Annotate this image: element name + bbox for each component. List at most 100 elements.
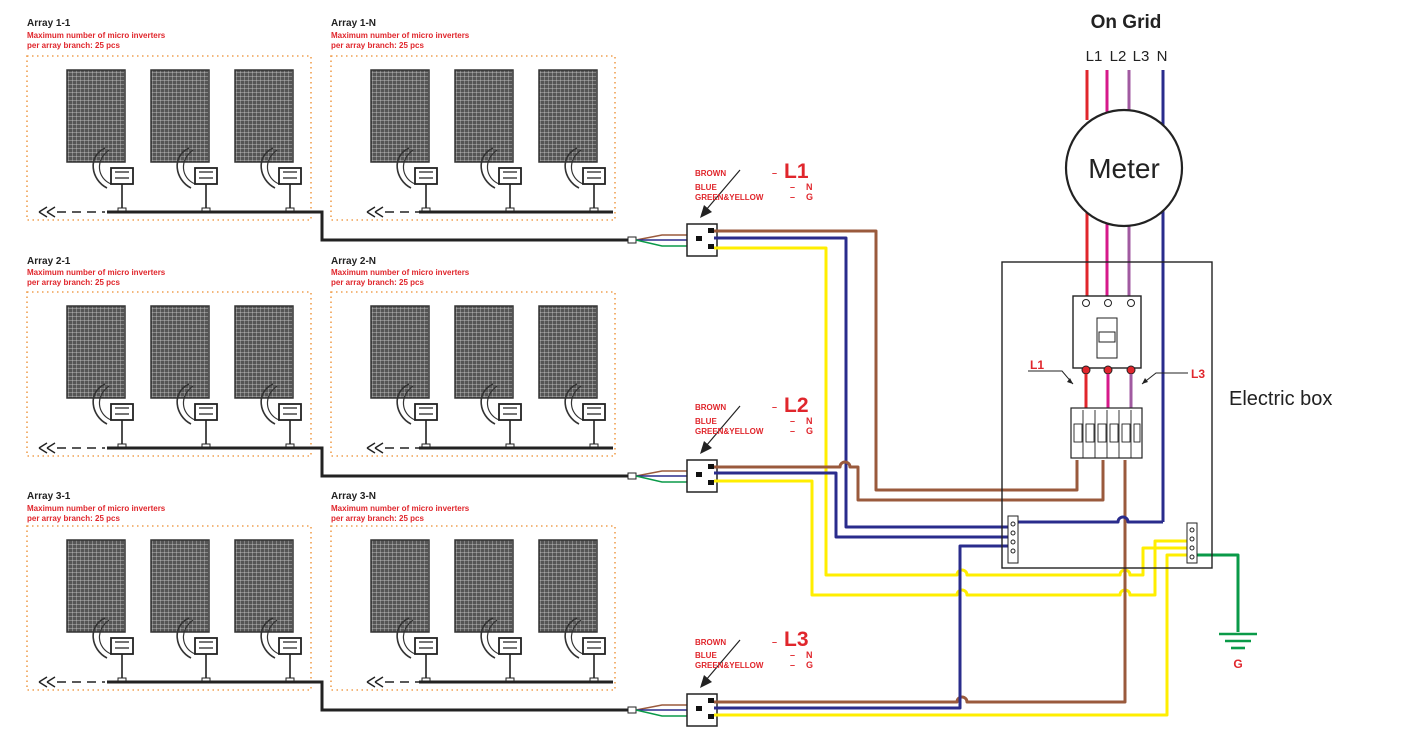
solar-panel: [370, 69, 430, 189]
solar-panel: [66, 305, 126, 425]
svg-text:Array 2-N: Array 2-N: [331, 256, 376, 267]
solar-panel: [234, 305, 294, 425]
solar-panel: [234, 69, 294, 189]
svg-text:GREEN&YELLOW: GREEN&YELLOW: [695, 661, 764, 670]
array-1-n-label: Array 1-N Maximum number of micro invert…: [331, 18, 470, 50]
svg-text:–: –: [790, 660, 795, 670]
svg-text:GREEN&YELLOW: GREEN&YELLOW: [695, 193, 764, 202]
svg-text:–: –: [772, 168, 777, 178]
branch-3-phase: L3: [784, 628, 809, 651]
svg-text:Array 3-1: Array 3-1: [27, 491, 71, 502]
svg-text:Array 3-N: Array 3-N: [331, 491, 376, 502]
micro-inverter-icon: [110, 167, 134, 214]
svg-text:BLUE: BLUE: [695, 417, 717, 426]
svg-text:per array branch: 25 pcs: per array branch: 25 pcs: [331, 278, 424, 287]
array-2-n-label: Array 2-N Maximum number of micro invert…: [331, 256, 470, 287]
solar-panel: [454, 69, 514, 189]
svg-text:N: N: [806, 182, 813, 192]
micro-inverter-icon: [498, 637, 522, 684]
micro-inverter-icon: [194, 637, 218, 684]
svg-text:BROWN: BROWN: [695, 169, 726, 178]
micro-inverter-icon: [278, 167, 302, 214]
svg-text:–: –: [772, 637, 777, 647]
main-breaker: [1072, 295, 1142, 375]
branch-2-wire-legend: BROWN BLUE GREEN&YELLOW – L2 – N – G: [695, 394, 813, 436]
solar-panel: [370, 305, 430, 425]
branch-1-phase: L1: [784, 160, 809, 183]
meter: Meter: [1064, 108, 1184, 228]
svg-text:BROWN: BROWN: [695, 638, 726, 647]
array-3-1-group: [26, 525, 632, 712]
solar-panel: [66, 539, 126, 659]
arrays-layer: [26, 55, 741, 727]
svg-text:BLUE: BLUE: [695, 651, 717, 660]
electric-box: Electric box: [1001, 261, 1332, 569]
neutral-terminal-bar: [1007, 515, 1019, 564]
continue-arrows-icon: [38, 676, 56, 688]
micro-inverter-icon: [110, 637, 134, 684]
micro-inverter-icon: [414, 637, 438, 684]
svg-text:Array 1-1: Array 1-1: [27, 18, 71, 29]
svg-text:Maximum number of micro invert: Maximum number of micro inverters: [27, 268, 166, 277]
branch-2-phase: L2: [784, 394, 809, 417]
electric-box-label: Electric box: [1229, 388, 1332, 410]
ground-label: G: [1233, 657, 1242, 671]
array-1-1-label: Array 1-1 Maximum number of micro invert…: [27, 18, 166, 50]
svg-text:–: –: [790, 416, 795, 426]
solar-panel: [538, 305, 598, 425]
array-1-1-group: [26, 55, 632, 242]
solar-panel: [538, 539, 598, 659]
phase-label-n: N: [1157, 48, 1168, 65]
continue-arrows-icon: [366, 442, 384, 454]
micro-inverter-icon: [582, 403, 606, 450]
solar-panel: [234, 539, 294, 659]
branch-1-wire-legend: BROWN BLUE GREEN&YELLOW – L1 – N – G: [695, 160, 813, 202]
array-2-1-label: Array 2-1 Maximum number of micro invert…: [27, 256, 166, 287]
solar-panel: [538, 69, 598, 189]
solar-panel: [150, 69, 210, 189]
svg-text:BLUE: BLUE: [695, 183, 717, 192]
micro-inverter-icon: [582, 167, 606, 214]
continue-arrows-icon: [38, 442, 56, 454]
micro-inverter-icon: [414, 167, 438, 214]
breaker-label-l1: L1: [1030, 358, 1044, 372]
svg-text:BROWN: BROWN: [695, 403, 726, 412]
solar-panel: [370, 539, 430, 659]
svg-text:N: N: [806, 416, 813, 426]
solar-panel: [454, 539, 514, 659]
micro-inverter-icon: [194, 167, 218, 214]
phase-label-l1: L1: [1086, 48, 1103, 65]
svg-text:per array branch: 25 pcs: per array branch: 25 pcs: [331, 41, 424, 50]
micro-inverter-icon: [278, 403, 302, 450]
junction-box-2: [627, 405, 741, 493]
meter-label: Meter: [1088, 153, 1160, 184]
ground-icon: [1219, 632, 1257, 650]
junction-box-1: [627, 169, 741, 257]
micro-inverter-icon: [414, 403, 438, 450]
array-3-n-group: [330, 525, 616, 691]
ground-terminal-bar: [1186, 522, 1198, 564]
svg-text:N: N: [806, 650, 813, 660]
branch-3-wire-legend: BROWN BLUE GREEN&YELLOW – L3 – N – G: [695, 628, 813, 670]
svg-text:Maximum number of micro invert: Maximum number of micro inverters: [331, 268, 470, 277]
svg-text:per array branch: 25 pcs: per array branch: 25 pcs: [27, 41, 120, 50]
svg-text:Maximum number of micro invert: Maximum number of micro inverters: [27, 504, 166, 513]
phase-label-l3: L3: [1133, 48, 1150, 65]
array-3-1-label: Array 3-1 Maximum number of micro invert…: [27, 491, 166, 523]
svg-text:–: –: [790, 192, 795, 202]
svg-text:–: –: [772, 402, 777, 412]
phase-label-l2: L2: [1110, 48, 1127, 65]
array-2-1-group: [26, 291, 632, 478]
svg-text:Maximum number of micro invert: Maximum number of micro inverters: [331, 504, 470, 513]
svg-text:–: –: [790, 182, 795, 192]
svg-text:Array 1-N: Array 1-N: [331, 18, 376, 29]
micro-inverter-icon: [582, 637, 606, 684]
micro-inverter-icon: [194, 403, 218, 450]
svg-text:G: G: [806, 426, 813, 436]
on-grid-title: On Grid: [1091, 12, 1162, 33]
micro-inverter-icon: [278, 637, 302, 684]
micro-inverter-icon: [498, 403, 522, 450]
junction-box-3: [627, 639, 741, 727]
continue-arrows-icon: [366, 206, 384, 218]
